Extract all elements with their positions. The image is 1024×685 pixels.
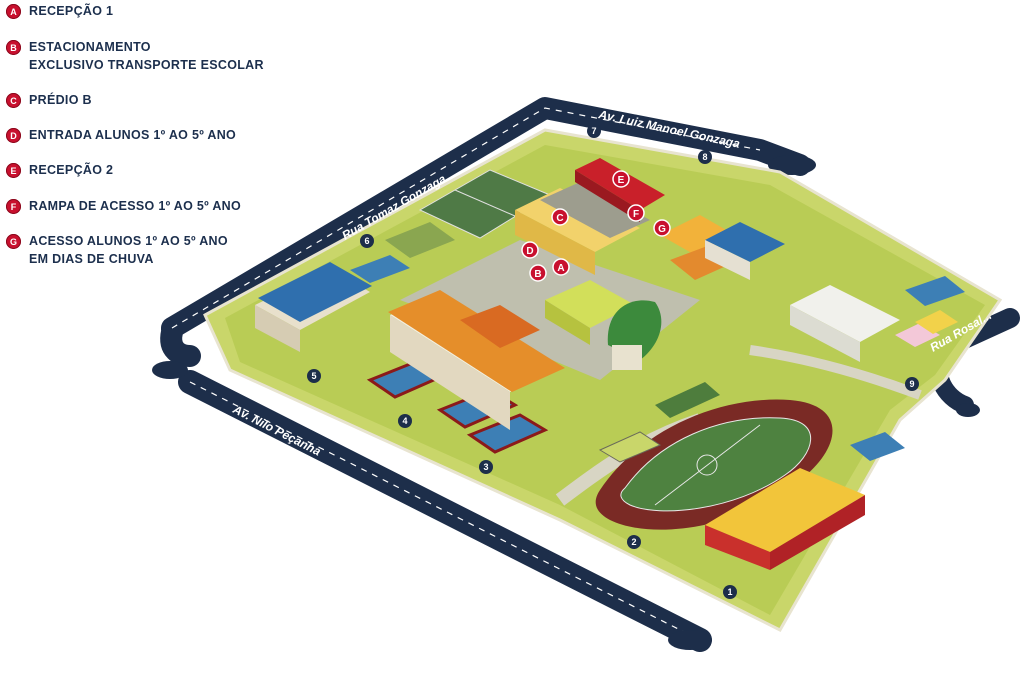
legend-badge-g: G — [6, 234, 21, 249]
legend-label-g-2: EM DIAS DE CHUVA — [29, 252, 154, 266]
legend-label-a: RECEPÇÃO 1 — [29, 4, 114, 18]
legend-label-f: RAMPA DE ACESSO 1º AO 5º ANO — [29, 199, 242, 213]
gate-9-label: 9 — [909, 379, 914, 389]
marker-c: C — [551, 208, 569, 226]
marker-d-label: D — [526, 246, 533, 257]
legend-item-a: A RECEPÇÃO 1 — [6, 4, 113, 20]
gate-7-label: 7 — [591, 126, 596, 136]
legend-item-c: C PRÉDIO B — [6, 93, 92, 109]
legend-badge-a: A — [6, 4, 21, 19]
gate-5-label: 5 — [311, 371, 316, 381]
marker-f-label: F — [633, 209, 639, 220]
legend-label-d: ENTRADA ALUNOS 1º AO 5º ANO — [29, 128, 237, 142]
legend-label-g: ACESSO ALUNOS 1º AO 5º ANO — [29, 234, 228, 248]
gate-8-label: 8 — [702, 152, 707, 162]
gate-4: 4 — [398, 414, 412, 428]
marker-b-label: B — [534, 269, 541, 280]
legend-item-f: F RAMPA DE ACESSO 1º AO 5º ANO — [6, 199, 241, 215]
gate-3-label: 3 — [483, 462, 488, 472]
gate-3: 3 — [479, 460, 493, 474]
legend-item-e: E RECEPÇÃO 2 — [6, 163, 113, 179]
legend-label-b-2: EXCLUSIVO TRANSPORTE ESCOLAR — [29, 58, 264, 72]
legend-label-b: ESTACIONAMENTO — [29, 40, 151, 54]
buildings — [255, 158, 958, 570]
legend-item-b: B ESTACIONAMENTO EXCLUSIVO TRANSPORTE ESC… — [6, 40, 264, 74]
legend-badge-e: E — [6, 163, 21, 178]
gate-9: 9 — [905, 377, 919, 391]
legend-badge-d: D — [6, 128, 21, 143]
legend-label-c: PRÉDIO B — [29, 93, 92, 107]
gate-2-label: 2 — [631, 537, 636, 547]
marker-d: D — [521, 241, 539, 259]
legend-item-d: D ENTRADA ALUNOS 1º AO 5º ANO — [6, 128, 236, 144]
markers: A B C D E F G — [521, 170, 671, 282]
marker-a: A — [552, 258, 570, 276]
gate-1: 1 — [723, 585, 737, 599]
legend-badge-c: C — [6, 93, 21, 108]
gate-4-label: 4 — [402, 416, 407, 426]
gate-2: 2 — [627, 535, 641, 549]
marker-f: F — [627, 204, 645, 222]
legend-badge-b: B — [6, 40, 21, 55]
marker-g: G — [653, 219, 671, 237]
gate-8: 8 — [698, 150, 712, 164]
gate-5: 5 — [307, 369, 321, 383]
marker-g-label: G — [658, 224, 666, 235]
gates: 1 2 3 4 5 6 7 8 9 — [307, 124, 919, 599]
gate-6: 6 — [360, 234, 374, 248]
gate-1-label: 1 — [727, 587, 732, 597]
legend-label-e: RECEPÇÃO 2 — [29, 163, 114, 177]
marker-b: B — [529, 264, 547, 282]
gate-6-label: 6 — [364, 236, 369, 246]
marker-e: E — [612, 170, 630, 188]
legend-item-g: G ACESSO ALUNOS 1º AO 5º ANO EM DIAS DE C… — [6, 234, 228, 268]
legend-badge-f: F — [6, 199, 21, 214]
gate-7: 7 — [587, 124, 601, 138]
marker-c-label: C — [556, 213, 563, 224]
marker-e-label: E — [618, 175, 625, 186]
marker-a-label: A — [557, 263, 564, 274]
